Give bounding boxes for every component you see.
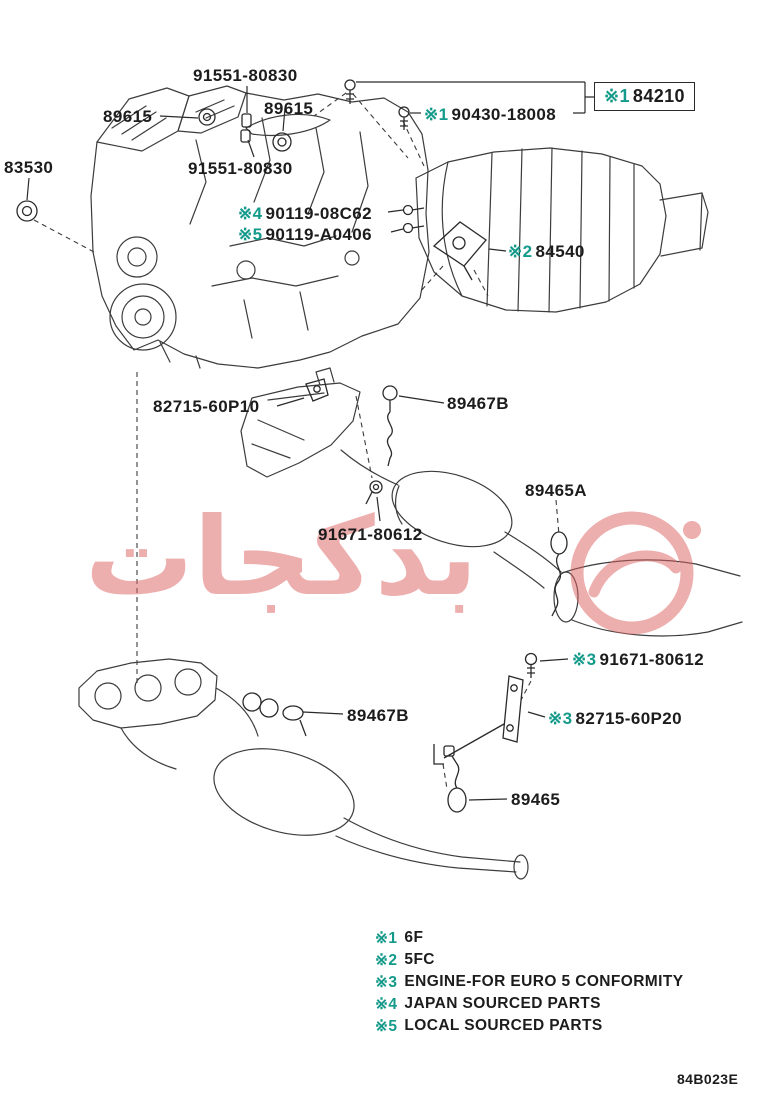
part-label-82715-60P10: 82715-60P10 xyxy=(153,397,260,416)
part-label-89615-right: 89615 xyxy=(264,99,314,118)
drawing-code: 84B023E xyxy=(677,1071,739,1087)
part-label-89465: 89465 xyxy=(511,790,561,809)
part-label-89615-left: 89615 xyxy=(103,107,153,126)
part-label-91551-80830-bottom: 91551-80830 xyxy=(188,159,293,178)
part-label-91671-80612-mid: 91671-80612 xyxy=(318,525,423,544)
part-label-89467B-top: 89467B xyxy=(447,394,509,413)
part-label-83530: 83530 xyxy=(4,158,54,177)
part-label-89467B-bottom: 89467B xyxy=(347,706,409,725)
part-label-89465A: 89465A xyxy=(525,481,587,500)
part-label-91551-80830-top: 91551-80830 xyxy=(193,66,298,85)
